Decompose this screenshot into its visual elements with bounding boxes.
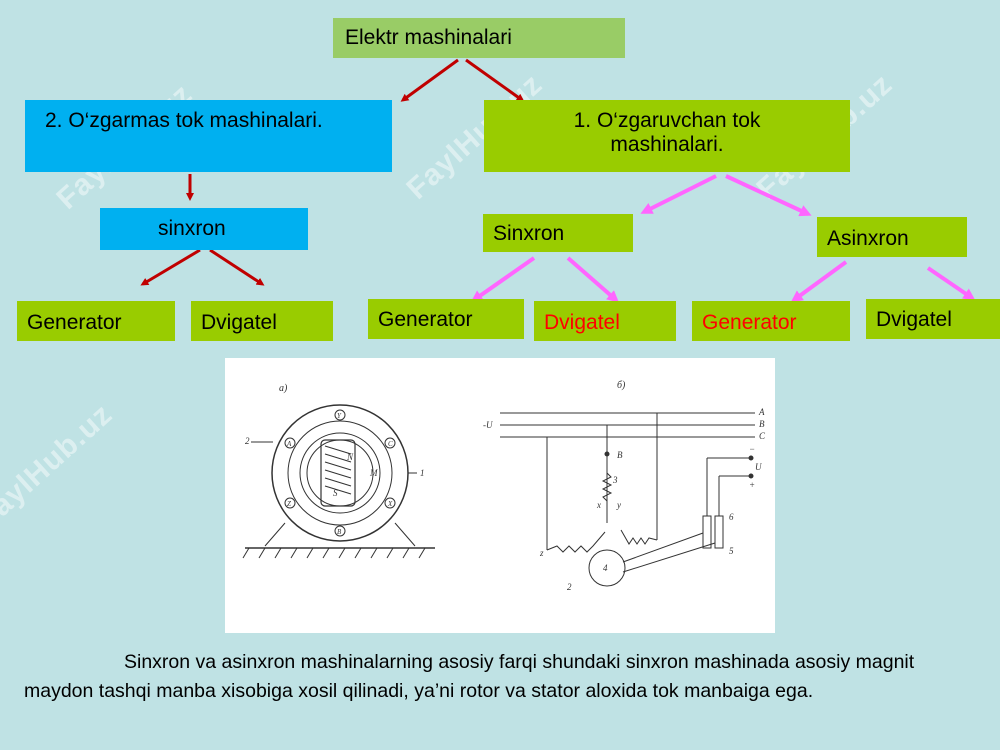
- schematic-drawing: а) Y B A C Z X: [242, 380, 766, 592]
- left-sinxron-node: sinxron: [100, 208, 308, 250]
- sinxron-generator-label: Generator: [378, 308, 473, 331]
- asinxron-label: Asinxron: [827, 227, 909, 250]
- label-b: б): [617, 380, 626, 391]
- svg-text:y: y: [616, 500, 621, 510]
- circuit-diagram: -U A B C x y 3 z 4 2: [483, 407, 766, 592]
- svg-text:z: z: [539, 548, 544, 558]
- svg-text:-U: -U: [483, 420, 493, 430]
- dc-machines-node: 2. O‘zgarmas tok mashinalari.: [25, 100, 392, 172]
- arrow-asinxron-dvigatel: [926, 266, 976, 301]
- left-generator-label: Generator: [27, 311, 122, 334]
- arrow-left-sinxron-generator: [140, 248, 201, 286]
- svg-text:4: 4: [603, 563, 608, 573]
- asinxron-dvigatel-node: Dvigatel: [866, 299, 1000, 339]
- svg-text:6: 6: [729, 512, 734, 522]
- asinxron-generator-label: Generator: [702, 311, 797, 334]
- svg-text:M: M: [369, 468, 378, 478]
- svg-text:A: A: [758, 407, 765, 417]
- svg-text:x: x: [596, 500, 601, 510]
- svg-text:5: 5: [729, 546, 734, 556]
- label-a: а): [279, 383, 288, 394]
- sinxron-dvigatel-label: Dvigatel: [544, 311, 620, 334]
- asinxron-dvigatel-label: Dvigatel: [876, 308, 952, 331]
- left-generator-node: Generator: [17, 301, 175, 341]
- sinxron-dvigatel-node: Dvigatel: [534, 301, 676, 341]
- svg-text:Z: Z: [287, 500, 291, 508]
- machine-schematic-figure: а) Y B A C Z X: [225, 358, 775, 633]
- left-sinxron-label: sinxron: [158, 217, 226, 240]
- svg-text:C: C: [388, 440, 393, 448]
- svg-text:1: 1: [420, 468, 425, 478]
- arrow-asinxron-generator: [790, 260, 848, 303]
- svg-text:B: B: [337, 528, 342, 536]
- caption-text: Sinxron va asinxron mashinalarning asosi…: [24, 648, 984, 706]
- svg-text:N: N: [346, 452, 354, 462]
- arrow-sinxron-generator: [470, 256, 536, 303]
- arrow-root-left: [400, 58, 459, 102]
- arrow-left-sinxron-dvigatel: [209, 248, 265, 286]
- asinxron-node: Asinxron: [817, 217, 967, 257]
- ac-machines-label: 1. O‘zgaruvchan tok mashinalari.: [573, 109, 761, 156]
- svg-text:Y: Y: [337, 412, 342, 420]
- right-sinxron-label: Sinxron: [493, 222, 565, 245]
- dc-machines-label: 2. O‘zgarmas tok mashinalari.: [45, 109, 323, 132]
- svg-text:B: B: [617, 450, 623, 460]
- svg-text:2: 2: [567, 582, 572, 592]
- left-dvigatel-node: Dvigatel: [191, 301, 333, 341]
- svg-text:A: A: [286, 440, 292, 448]
- svg-text:B: B: [759, 419, 765, 429]
- synchronous-machine-cross-section: Y B A C Z X N M S 1 2: [242, 404, 435, 559]
- arrow-sinxron-dvigatel: [566, 256, 620, 303]
- caption-body: Sinxron va asinxron mashinalarning asosi…: [24, 651, 915, 702]
- root-label: Elektr mashinalari: [345, 26, 512, 49]
- left-dvigatel-label: Dvigatel: [201, 311, 277, 334]
- svg-text:3: 3: [612, 475, 618, 485]
- svg-text:S: S: [333, 488, 338, 498]
- svg-text:U: U: [755, 462, 762, 472]
- svg-text:+: +: [749, 480, 755, 490]
- root-node: Elektr mashinalari: [333, 18, 625, 58]
- svg-text:X: X: [387, 500, 393, 508]
- arrow-root-right: [465, 58, 525, 102]
- sinxron-generator-node: Generator: [368, 299, 524, 339]
- svg-text:C: C: [759, 431, 766, 441]
- arrow-right-asinxron: [725, 174, 812, 217]
- ac-machines-node: 1. O‘zgaruvchan tok mashinalari.: [484, 100, 850, 172]
- right-sinxron-node: Sinxron: [483, 214, 633, 252]
- svg-text:2: 2: [245, 436, 250, 446]
- asinxron-generator-node: Generator: [692, 301, 850, 341]
- svg-text:−: −: [749, 444, 755, 454]
- arrow-right-sinxron: [640, 174, 717, 214]
